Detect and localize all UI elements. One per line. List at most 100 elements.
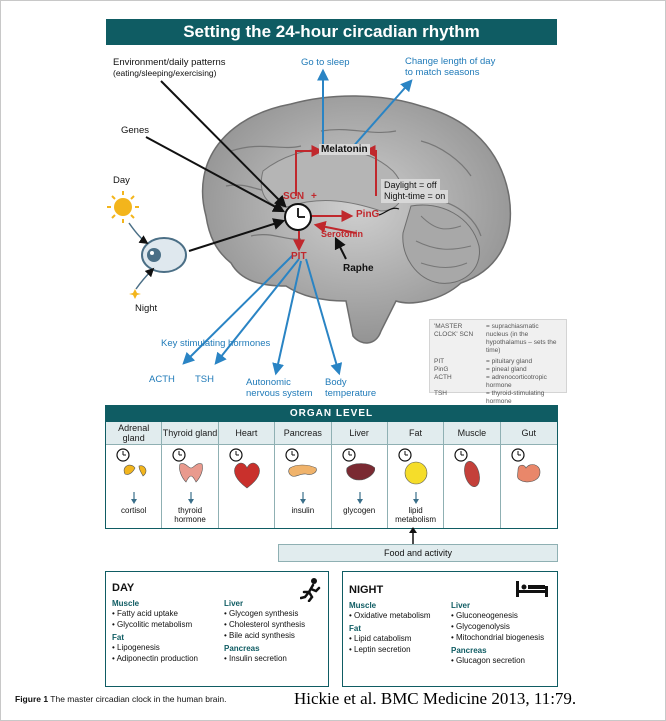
autonomic-arrow — [272, 260, 302, 376]
organ-name: Liver — [331, 422, 387, 445]
legend-row: PinG= pineal gland — [434, 366, 527, 373]
autonomic-label-2: nervous system — [246, 388, 313, 399]
organ-name: Heart — [218, 422, 275, 445]
environment-arrow — [160, 80, 287, 208]
organ-level-header: ORGAN LEVEL — [105, 405, 558, 421]
tsh-arrow — [214, 258, 300, 365]
organ-name: Adrenal gland — [106, 422, 162, 445]
clock-icon — [229, 448, 243, 462]
eye-to-clock-arrow — [188, 218, 286, 252]
change-day-arrow — [350, 79, 413, 150]
day-box-title: DAY — [112, 582, 135, 594]
key-hormones-label: Key stimulating hormones — [161, 338, 271, 349]
genes-label: Genes — [121, 125, 149, 136]
day-label: Day — [113, 175, 130, 186]
bed-icon — [516, 581, 548, 597]
organ-name: Fat — [387, 422, 444, 445]
legend-row: TSH= thyroid-stimulating hormone — [434, 390, 545, 405]
organ-output: lipid metabolism — [395, 506, 437, 524]
night-label: Night — [135, 303, 158, 314]
organ-column-thyroid-gland: Thyroid gland thyroid hormone — [162, 422, 219, 528]
organ-illustration — [124, 464, 147, 477]
organ-column-gut: Gut — [500, 422, 557, 528]
clock-icon — [511, 448, 525, 462]
organ-column-adrenal-gland: Adrenal gland cortisol — [106, 422, 163, 528]
acth-arrow — [182, 254, 294, 365]
environment-label: Environment/daily patterns — [113, 57, 226, 68]
organ-output: thyroid hormone — [174, 506, 206, 524]
sun-icon — [107, 191, 139, 223]
pineal-gland-label: PinG — [356, 209, 380, 220]
organ-output: insulin — [291, 506, 315, 515]
citation: Hickie et al. BMC Medicine 2013, 11:79. — [291, 689, 580, 709]
melatonin-label: Melatonin — [319, 144, 370, 155]
organ-output: cortisol — [121, 506, 147, 515]
autonomic-label-1: Autonomic — [246, 377, 291, 388]
organ-illustration — [404, 461, 428, 485]
genes-arrow — [145, 136, 286, 213]
organ-output: glycogen — [343, 506, 376, 515]
daylight-label: Daylight = off — [381, 179, 440, 192]
organ-name: Muscle — [444, 422, 500, 445]
organ-level-panel: Adrenal gland cortisol Thyroid gland thyroi… — [105, 421, 558, 529]
organ-column-heart: Heart — [218, 422, 276, 528]
organ-illustration — [234, 462, 260, 489]
legend-row: 'MASTER CLOCK' SCN= suprachiasmatic nucl… — [434, 323, 557, 354]
night-box: NIGHT Muscle Oxidative metabolism Fat Li… — [342, 571, 558, 687]
organ-illustration — [178, 463, 203, 483]
clock-icon — [285, 448, 299, 462]
tsh-label: TSH — [195, 374, 214, 385]
organ-name: Gut — [500, 422, 557, 445]
body-temperature-label-1: Body — [325, 377, 347, 388]
output-arrow — [413, 492, 420, 504]
brain-illustration — [201, 95, 511, 344]
output-arrow — [187, 492, 194, 504]
figure-caption: Figure 1 The master circadian clock in t… — [15, 694, 227, 704]
clock-icon — [398, 448, 412, 462]
legend-row: ACTH= adrenocorticotropic hormone — [434, 374, 547, 389]
pituitary-label: PIT — [291, 251, 307, 262]
go-to-sleep-label: Go to sleep — [301, 57, 350, 68]
organ-column-fat: Fat lipid metabolism — [387, 422, 445, 528]
day-to-eye-arrow — [128, 222, 149, 244]
night-right-column: Liver Gluconeogenesis Glycogenolysis Mit… — [451, 598, 557, 666]
clock-icon — [454, 448, 468, 462]
night-time-label: Night-time = on — [381, 190, 449, 203]
scn-label: SCN — [283, 191, 305, 202]
figure-title: Setting the 24-hour circadian rhythm — [106, 19, 557, 45]
brain-diagram — [107, 68, 511, 376]
organ-column-muscle: Muscle — [444, 422, 501, 528]
food-activity-arrow — [409, 527, 417, 544]
plus-sign: + — [311, 191, 317, 202]
clock-icon — [116, 448, 130, 462]
legend-row: PIT= pituitary gland — [434, 358, 533, 365]
moon-icon — [112, 287, 141, 317]
day-right-column: Liver Glycogen synthesis Cholesterol syn… — [224, 596, 328, 664]
organ-illustration — [346, 463, 375, 481]
change-day-label-2: to match seasons — [405, 67, 480, 78]
organ-illustration — [288, 464, 317, 477]
master-clock-icon — [284, 203, 312, 231]
day-box: DAY Muscle Fatty acid uptake Glycolitic … — [105, 571, 329, 687]
night-left-column: Muscle Oxidative metabolism Fat Lipid ca… — [349, 598, 453, 655]
organ-column-liver: Liver glycogen — [331, 422, 388, 528]
pineal-pointer — [378, 207, 400, 216]
serotonin-label: Serotonin — [321, 229, 363, 239]
organ-illustration — [464, 461, 481, 487]
night-to-eye-arrow — [135, 267, 155, 290]
clock-icon — [341, 448, 356, 462]
output-arrow — [131, 492, 138, 504]
clock-icon — [172, 448, 186, 462]
eye-icon — [141, 237, 187, 273]
output-arrow — [300, 492, 307, 504]
organ-illustration — [517, 464, 541, 483]
body-temperature-arrow — [305, 258, 343, 376]
output-arrow — [356, 492, 363, 504]
acth-label: ACTH — [149, 374, 175, 385]
food-activity-bar: Food and activity — [278, 544, 558, 562]
abbreviation-legend: 'MASTER CLOCK' SCN= suprachiasmatic nucl… — [429, 319, 567, 405]
day-left-column: Muscle Fatty acid uptake Glycolitic meta… — [112, 596, 222, 664]
organ-name: Thyroid gland — [162, 422, 218, 445]
